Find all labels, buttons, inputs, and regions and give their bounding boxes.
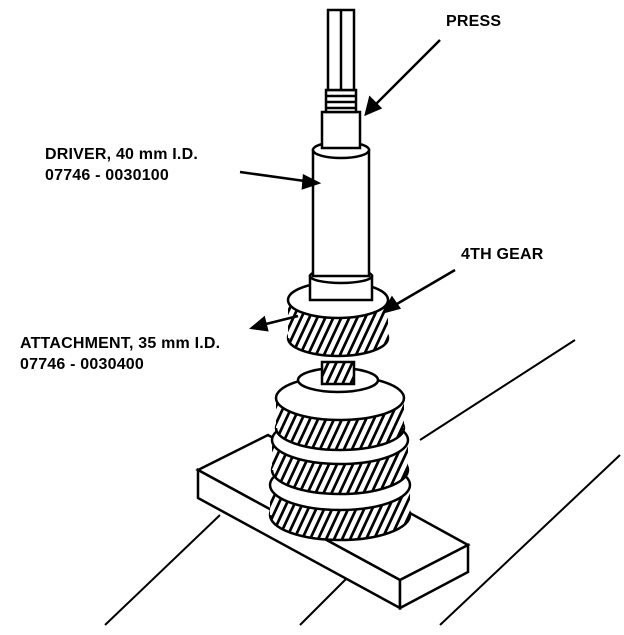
- press-label-text: PRESS: [446, 13, 502, 30]
- attachment-label: ATTACHMENT, 35 mm I.D. 07746 - 0030400: [20, 333, 220, 375]
- leader-arrows: [239, 39, 456, 332]
- attachment-label-part: 07746 - 0030400: [20, 356, 144, 373]
- driver-label-part: 07746 - 0030100: [45, 167, 169, 184]
- driver-tool: [311, 8, 371, 278]
- driver-label-name: DRIVER, 40 mm I.D.: [45, 146, 198, 163]
- gear-label-text: 4TH GEAR: [461, 246, 544, 263]
- press-label: PRESS: [446, 11, 501, 32]
- driver-label: DRIVER, 40 mm I.D. 07746 - 0030100: [45, 144, 198, 186]
- gear-cluster: [268, 360, 412, 542]
- attachment-label-name: ATTACHMENT, 35 mm I.D.: [20, 335, 221, 352]
- gear-label: 4TH GEAR: [461, 244, 544, 265]
- bed-lines: [104, 339, 621, 626]
